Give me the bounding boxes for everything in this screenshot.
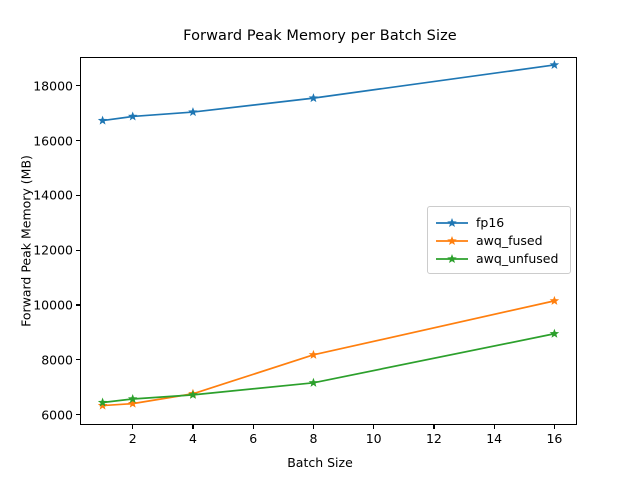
data-point-marker <box>549 328 560 338</box>
series-awq_unfused <box>97 328 560 407</box>
data-point-marker <box>308 377 319 387</box>
legend-item-fp16[interactable]: fp16 <box>435 213 562 231</box>
y-tick-mark <box>76 140 80 142</box>
data-point-marker <box>97 400 108 410</box>
legend[interactable]: fp16 awq_fused awq_unfused <box>427 206 571 274</box>
y-tick-label: 18000 <box>33 78 73 94</box>
y-axis-label: Forward Peak Memory (MB) <box>18 155 34 327</box>
data-point-marker <box>549 59 560 69</box>
y-tick-label: 12000 <box>33 242 73 258</box>
plot-frame <box>80 57 577 425</box>
y-tick-label: 14000 <box>33 187 73 203</box>
series-awq_fused <box>97 295 560 410</box>
y-tick-mark <box>76 194 80 196</box>
data-point-marker <box>127 398 138 408</box>
x-tick-mark <box>373 425 375 429</box>
data-point-marker <box>188 389 198 399</box>
data-point-marker <box>97 397 108 407</box>
legend-label: awq_fused <box>476 232 543 248</box>
legend-swatch-icon <box>435 215 469 229</box>
legend-label: awq_unfused <box>476 250 559 266</box>
data-point-marker <box>308 349 319 359</box>
y-tick-mark <box>76 304 80 306</box>
x-tick-mark <box>252 425 254 429</box>
x-tick-mark <box>553 425 555 429</box>
y-tick-label: 8000 <box>41 352 73 368</box>
x-tick-mark <box>433 425 435 429</box>
series-lines <box>97 59 560 410</box>
series-fp16 <box>97 59 560 125</box>
legend-item-awq_fused[interactable]: awq_fused <box>435 231 562 249</box>
series-line <box>101 300 556 407</box>
y-tick-mark <box>76 359 80 361</box>
data-point-marker <box>97 115 108 125</box>
x-tick-label: 10 <box>365 431 382 446</box>
y-tick-mark <box>76 414 80 416</box>
x-tick-label: 2 <box>128 431 137 446</box>
legend-swatch-icon <box>435 251 469 265</box>
series-line <box>101 64 556 122</box>
data-point-marker <box>308 93 319 103</box>
legend-item-awq_unfused[interactable]: awq_unfused <box>435 249 562 267</box>
y-tick-label: 16000 <box>33 133 73 149</box>
chart-title: Forward Peak Memory per Batch Size <box>183 28 457 44</box>
y-tick-label: 6000 <box>41 407 73 423</box>
plot-area <box>80 57 577 425</box>
legend-label: fp16 <box>476 214 505 230</box>
data-point-marker <box>549 295 560 305</box>
data-point-marker <box>127 393 138 404</box>
data-point-marker <box>127 111 138 121</box>
x-tick-mark <box>192 425 194 429</box>
series-line <box>101 332 556 404</box>
x-tick-mark <box>493 425 495 429</box>
x-tick-mark <box>132 425 134 429</box>
x-tick-mark <box>312 425 315 429</box>
x-axis-label: Batch Size <box>287 455 353 470</box>
y-tick-mark <box>76 249 80 251</box>
x-tick-label: 14 <box>486 431 503 446</box>
x-tick-label: 12 <box>425 431 442 446</box>
x-tick-label: 8 <box>309 431 318 446</box>
y-tick-label: 10000 <box>33 297 73 313</box>
data-point-marker <box>188 107 198 117</box>
y-tick-mark <box>76 85 80 87</box>
x-tick-label: 16 <box>546 431 563 446</box>
legend-swatch-icon <box>435 233 469 247</box>
x-tick-label: 4 <box>188 431 197 446</box>
x-tick-label: 6 <box>249 431 258 446</box>
